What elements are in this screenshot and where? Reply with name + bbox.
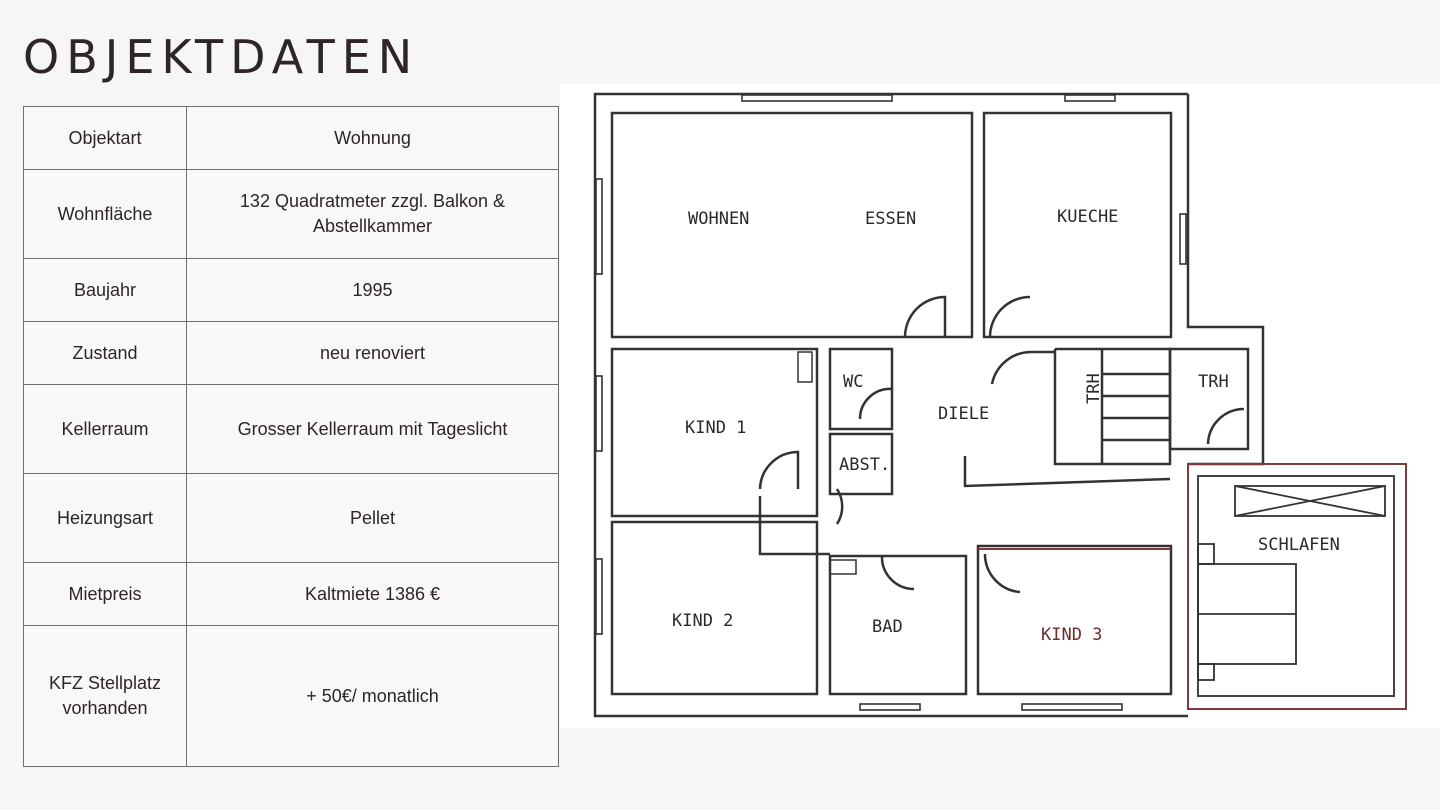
fact-label: Wohnfläche [23,169,187,259]
room-label-trh: TRH [1198,372,1229,392]
room-label-essen: ESSEN [865,209,916,229]
table-row: Zustand neu renoviert [23,321,559,385]
fact-label: Zustand [23,321,187,385]
window [595,178,603,275]
wall-kind1 [610,347,819,518]
door-swing [903,295,947,338]
fact-value: Grosser Kellerraum mit Tageslicht [186,384,559,474]
door-swing [1206,407,1245,445]
table-row: Baujahr 1995 [23,258,559,322]
fact-value: neu renoviert [186,321,559,385]
door-swing [990,350,1055,385]
wardrobe [1234,485,1386,517]
window [595,375,603,452]
room-label-wohnen: WOHNEN [688,209,749,229]
door-swing [858,387,893,420]
fact-value: Pellet [186,473,559,563]
floor-plan-drawing: WOHNEN ESSEN KUECHE WC DIELE TRH TRH KIN… [593,92,1407,718]
table-row: Objektart Wohnung [23,106,559,170]
floor-plan: WOHNEN ESSEN KUECHE WC DIELE TRH TRH KIN… [560,84,1440,728]
window [1179,213,1187,265]
wall-stair [1053,347,1172,466]
wall-corridor [758,496,830,556]
table-row: Kellerraum Grosser Kellerraum mit Tagesl… [23,384,559,474]
room-label-kind1: KIND 1 [685,418,746,438]
fact-value: Wohnung [186,106,559,170]
door-swing [758,450,800,490]
property-facts-table: Objektart Wohnung Wohnfläche 132 Quadrat… [23,106,559,767]
room-label-trh-stair: TRH [1084,373,1104,404]
room-label-wc: WC [843,372,863,392]
window [1064,94,1116,102]
window [741,94,893,102]
bath-fixture [797,351,813,383]
nightstand [1197,543,1215,565]
page-title: OBJEKTDATEN [23,30,420,84]
wall-bad [828,554,968,696]
room-label-schlafen: SCHLAFEN [1258,535,1340,555]
table-row: Mietpreis Kaltmiete 1386 € [23,562,559,626]
wall-abst [828,432,894,496]
fact-value: + 50€/ monatlich [186,625,559,767]
door-swing [835,488,844,525]
fact-label: Kellerraum [23,384,187,474]
table-row: KFZ Stellplatz vorhanden + 50€/ monatlic… [23,625,559,767]
wall-kueche [982,111,1173,339]
wall-schlafen [1187,463,1407,710]
fact-value: 132 Quadratmeter zzgl. Balkon & Abstellk… [186,169,559,259]
fact-value: 1995 [186,258,559,322]
fact-label: Mietpreis [23,562,187,626]
room-label-diele: DIELE [938,404,989,424]
door-swing [988,295,1031,338]
nightstand [1197,663,1215,681]
fact-label: KFZ Stellplatz vorhanden [23,625,187,767]
room-label-kind2: KIND 2 [672,611,733,631]
bath-fixture [829,559,857,575]
door-swing [880,555,915,591]
outer-wall [1186,94,1265,466]
window [1021,703,1123,711]
outer-wall [593,92,1188,718]
fact-value: Kaltmiete 1386 € [186,562,559,626]
wall-trh [1168,347,1250,451]
fact-label: Objektart [23,106,187,170]
room-label-kueche: KUECHE [1057,207,1118,227]
window [859,703,921,711]
door-swing [983,553,1021,594]
wardrobe-cross [1234,485,1386,517]
table-row: Heizungsart Pellet [23,473,559,563]
room-label-bad: BAD [872,617,903,637]
wall-diele [963,456,1171,488]
room-label-abst: ABST. [839,455,890,475]
fact-label: Heizungsart [23,473,187,563]
wall-wohnen-essen [610,111,974,339]
wall-kind3 [976,544,1173,696]
wall-kind2 [610,520,819,696]
table-row: Wohnfläche 132 Quadratmeter zzgl. Balkon… [23,169,559,259]
window [595,558,603,635]
fact-label: Baujahr [23,258,187,322]
room-label-kind3: KIND 3 [1041,625,1102,645]
